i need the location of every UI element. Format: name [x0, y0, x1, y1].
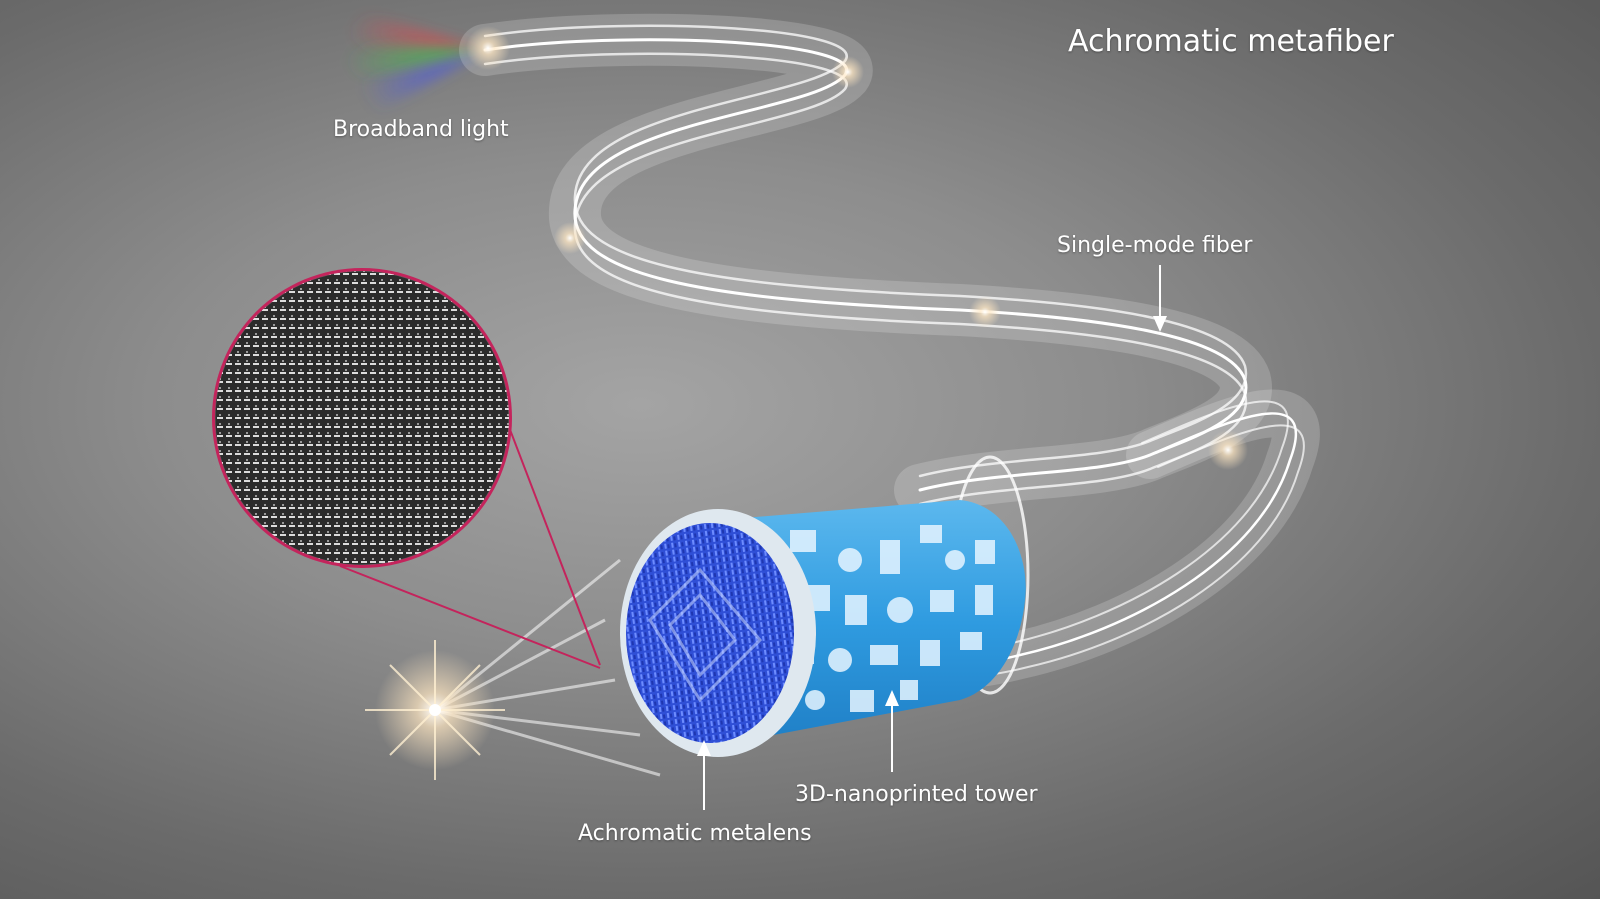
fiber-arrow: [1153, 265, 1167, 332]
annotation-arrows: [697, 265, 1167, 810]
single-mode-fiber-label: Single-mode fiber: [1057, 233, 1253, 258]
tower-arrow: [885, 690, 899, 772]
nanoprinted-tower: [620, 500, 1026, 757]
broadband-light-label: Broadband light: [333, 117, 509, 142]
nanoprinted-tower-label: 3D-nanoprinted tower: [795, 782, 1038, 807]
metalens-arrow: [697, 740, 711, 810]
broadband-light-beams: [344, 12, 482, 112]
blue-beam: [360, 53, 482, 112]
red-beam: [348, 12, 482, 52]
achromatic-metalens: [626, 523, 794, 743]
magnified-inset: [212, 268, 601, 669]
focal-point-starburst: [365, 640, 505, 780]
green-beam: [344, 42, 482, 82]
metalens-label: Achromatic metalens: [578, 821, 812, 846]
diagram-title: Achromatic metafiber: [1068, 24, 1394, 59]
